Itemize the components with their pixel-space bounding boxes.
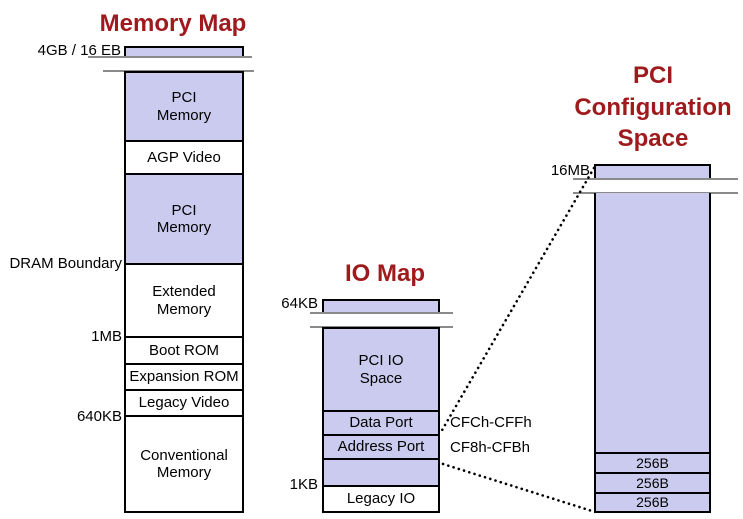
zoom-connector-bottom-line [441,462,594,513]
segment-extended-memory: Extended Memory [124,263,244,336]
io-map-scale-bottom-label: 1KB [289,476,318,493]
pci-config-blocks-column: 256B 256B 256B [594,452,711,513]
io-map-scale-top-label: 64KB [281,295,318,312]
pci-config-scale-top-label: 16MB [550,162,590,179]
memory-map-title: Memory Map [99,10,247,37]
segment-pci-memory-high: PCI Memory [124,71,244,140]
memory-map-overflow-bar [124,46,244,58]
segment-data-port: Data Port [322,410,440,434]
zoom-connector-top-line [439,166,596,434]
block-256b-3: 256B [594,492,711,513]
segment-legacy-io: Legacy IO [322,485,440,513]
memory-map-scale-top-label: 4GB / 16 EB [37,42,121,59]
segment-conventional-memory: Conventional Memory [124,415,244,513]
io-map-break-line-top [310,312,453,314]
segment-legacy-video: Legacy Video [124,389,244,415]
segment-address-port: Address Port [322,434,440,458]
pci-config-space-box [594,193,711,452]
segment-reserved-io [322,458,440,485]
io-map-title: IO Map [344,260,425,287]
segment-expansion-rom: Expansion ROM [124,363,244,389]
dram-boundary-label: DRAM Boundary [9,255,122,272]
pci-config-title: PCI Configuration Space [574,62,732,153]
segment-pci-memory-low: PCI Memory [124,173,244,263]
io-map-column: PCI IO Space Data Port Address Port Lega… [322,327,440,513]
io-map-overflow-bar [322,299,440,313]
pci-config-overflow-bar [594,164,711,179]
block-256b-1: 256B [594,452,711,472]
one-mb-label: 1MB [91,328,122,345]
six-forty-kb-label: 640KB [76,408,122,425]
segment-pci-io-space: PCI IO Space [322,327,440,410]
data-port-address-label: CFCh-CFFh [450,414,532,431]
pci-config-break-line-top [573,178,738,180]
memory-map-column: PCI Memory AGP Video PCI Memory Extended… [124,71,244,513]
segment-boot-rom: Boot ROM [124,336,244,363]
segment-agp-video: AGP Video [124,140,244,173]
memory-map-break-line-top [88,56,252,58]
block-256b-2: 256B [594,472,711,492]
address-port-address-label: CF8h-CFBh [450,439,531,456]
